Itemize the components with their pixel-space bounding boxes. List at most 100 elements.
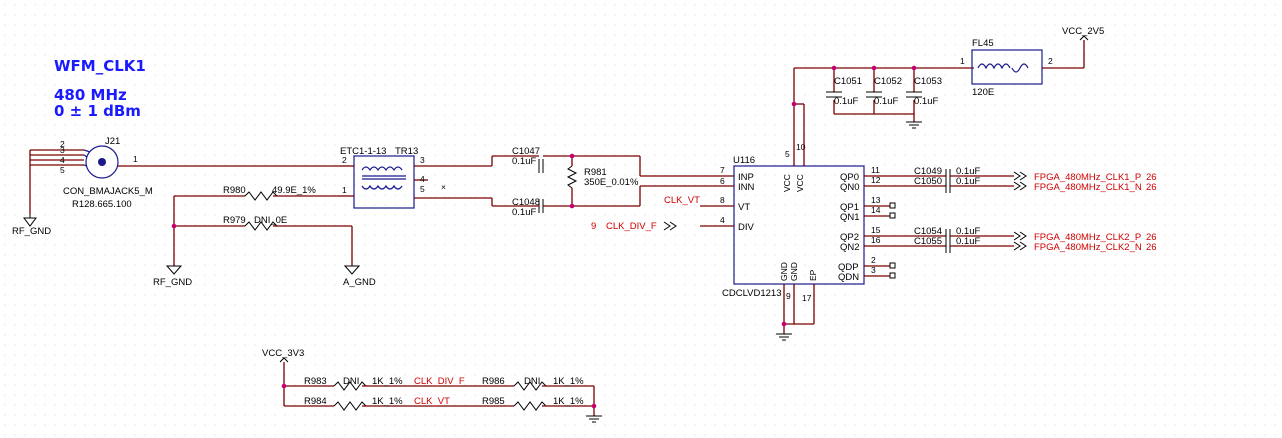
r985-value: 1K_1%	[553, 396, 584, 407]
u116-pin-name: GND	[779, 262, 789, 281]
r986-dni: DNI	[524, 376, 540, 387]
block-frequency: 480 MHz	[54, 86, 127, 104]
u116-pin-name: QDP	[838, 262, 859, 273]
ic-u116[interactable]: U116 CDCLVD1213 7 INP 6 INN 8 VT 4 DIV 5…	[720, 142, 881, 303]
u116-pin-num: 10	[796, 142, 806, 152]
u116-pin-num: 8	[720, 195, 725, 205]
u116-pin-name: QN2	[840, 242, 860, 253]
r979-ref: R979	[223, 215, 246, 226]
u116-pin-name: QN1	[840, 212, 860, 223]
capacitor-c1051[interactable]: C1051 0.1uF	[826, 76, 862, 107]
offpage-connector-icon	[1013, 231, 1027, 241]
u116-pin-num: 11	[871, 165, 880, 175]
u116-pin-num: 14	[871, 205, 881, 215]
resistor-r985[interactable]: R985 1K_1%	[482, 396, 594, 411]
net-clk-div-f-pin: 9	[591, 221, 596, 232]
u116-pin-name: QP0	[840, 172, 859, 183]
u116-pin-num: 17	[802, 293, 812, 303]
u116-pin-num: 9	[786, 291, 791, 301]
r985-ref: R985	[482, 396, 505, 407]
r986-value: 1K_1%	[553, 376, 584, 387]
supply-decoupling	[791, 65, 974, 166]
offpage-connector-icon	[1013, 171, 1027, 181]
j21-pin-5: 5	[60, 165, 65, 175]
u116-pin-name: QDN	[838, 272, 859, 283]
a-gnd-label: A_GND	[343, 277, 376, 288]
capacitor-c1053[interactable]: C1053 0.1uF	[906, 76, 942, 107]
offpage-connector-icon	[1013, 241, 1027, 251]
c1053-ref: C1053	[914, 76, 942, 87]
net-clk-div-f-bias-label: CLK_DIV_F	[414, 376, 465, 387]
net-clk-vt-label: CLK_VT	[664, 195, 700, 206]
net-clk-div-f-label: CLK_DIV_F	[606, 221, 657, 232]
c1052-ref: C1052	[874, 76, 902, 87]
capacitor-c1054[interactable]: C1054 0.1uF	[864, 226, 1014, 243]
u116-pin-name: VT	[738, 202, 750, 213]
j21-gnd-label: RF_GND	[12, 226, 51, 237]
output-nets: FPGA_480MHz_CLK1_P 26 FPGA_480MHz_CLK1_N…	[1013, 171, 1157, 253]
u116-pin-name: DIV	[738, 222, 755, 233]
connector-j21[interactable]: 2 3 4 5 1 J21 CON_BMAJACK5_M R128.665.10…	[12, 136, 340, 237]
a-gnd-symbol: A_GND	[343, 265, 376, 288]
vcc-2v5-symbol: VCC_2V5	[1062, 26, 1104, 41]
net-output-label: FPGA_480MHz_CLK1_N	[1034, 182, 1142, 193]
resistor-r979[interactable]: R979 DNI_0E	[173, 196, 353, 266]
r984-value: 1K_1%	[372, 396, 403, 407]
j21-part: CON_BMAJACK5_M	[63, 186, 153, 197]
fl45-pin-2: 2	[1048, 56, 1053, 66]
c1049-value: 0.1uF	[956, 166, 980, 177]
r984-ref: R984	[304, 396, 327, 407]
resistor-r984[interactable]: R984 1K_1%	[304, 396, 514, 411]
c1051-ref: C1051	[834, 76, 862, 87]
capacitor-c1048[interactable]: C1048 0.1uF	[491, 197, 640, 218]
block-title: WFM_CLK1	[54, 57, 146, 75]
vcc-3v3-label: VCC_3V3	[262, 348, 304, 359]
tr13-pin-5: 5	[420, 184, 425, 194]
vcc-3v3-symbol: VCC_3V3	[262, 348, 304, 363]
resistor-r980[interactable]: R980 49.9E_1%	[174, 185, 338, 201]
r983-ref: R983	[304, 376, 327, 387]
u116-pin-num: 2	[871, 255, 876, 265]
capacitor-c1050[interactable]: C1050 0.1uF	[864, 176, 1014, 193]
tr13-pin-3: 3	[420, 155, 425, 165]
u116-pin-num: 3	[871, 265, 876, 275]
u116-pin-name: QN0	[840, 182, 860, 193]
ferrite-fl45[interactable]: FL45 120E 1 2	[960, 38, 1085, 98]
u116-pin-num: 4	[720, 215, 725, 225]
resistor-r981[interactable]: R981 350E_0.01%	[566, 153, 639, 209]
u116-pin-num: 5	[785, 149, 790, 159]
net-output-sheet: 26	[1146, 232, 1157, 243]
net-output-sheet: 26	[1146, 182, 1157, 193]
tr13-pin-4: 4	[420, 174, 425, 184]
c1054-value: 0.1uF	[956, 226, 980, 237]
offpage-connector-icon	[1013, 181, 1027, 191]
u116-ref: U116	[733, 155, 755, 166]
resistor-r986[interactable]: R986 DNI 1K_1%	[482, 376, 594, 391]
capacitor-c1047[interactable]: C1047 0.1uF	[491, 146, 640, 173]
transformer-tr13[interactable]: × ETC1-1-13 TR13 2 1 3 4 5	[338, 146, 492, 209]
offpage-connector-icon	[663, 221, 677, 231]
r979-value: DNI_0E	[254, 215, 287, 226]
u116-pin-num: 16	[871, 235, 881, 245]
r981-value: 350E_0.01%	[584, 177, 639, 188]
tr13-part: ETC1-1-13	[340, 146, 386, 157]
u116-part: CDCLVD1213	[722, 288, 782, 299]
c1047-value: 0.1uF	[512, 156, 536, 167]
capacitor-c1052[interactable]: C1052 0.1uF	[866, 76, 902, 107]
j21-ref: J21	[105, 136, 120, 147]
c1048-ref: C1048	[512, 197, 540, 208]
u116-pin-name: VCC	[795, 174, 805, 192]
c1055-ref: C1055	[914, 236, 942, 247]
r980-ref: R980	[223, 185, 246, 196]
tr13-pin-2: 2	[342, 155, 347, 165]
resistor-r983[interactable]: R983 DNI 1K_1%	[304, 376, 514, 391]
c1050-ref: C1050	[914, 176, 942, 187]
u116-pin-num: 6	[720, 176, 725, 186]
c1050-value: 0.1uF	[956, 176, 980, 187]
capacitor-c1055[interactable]: C1055 0.1uF	[864, 236, 1014, 253]
c1049-ref: C1049	[914, 166, 942, 177]
tr13-nc-mark: ×	[441, 182, 446, 192]
vcc-2v5-label: VCC_2V5	[1062, 26, 1104, 37]
